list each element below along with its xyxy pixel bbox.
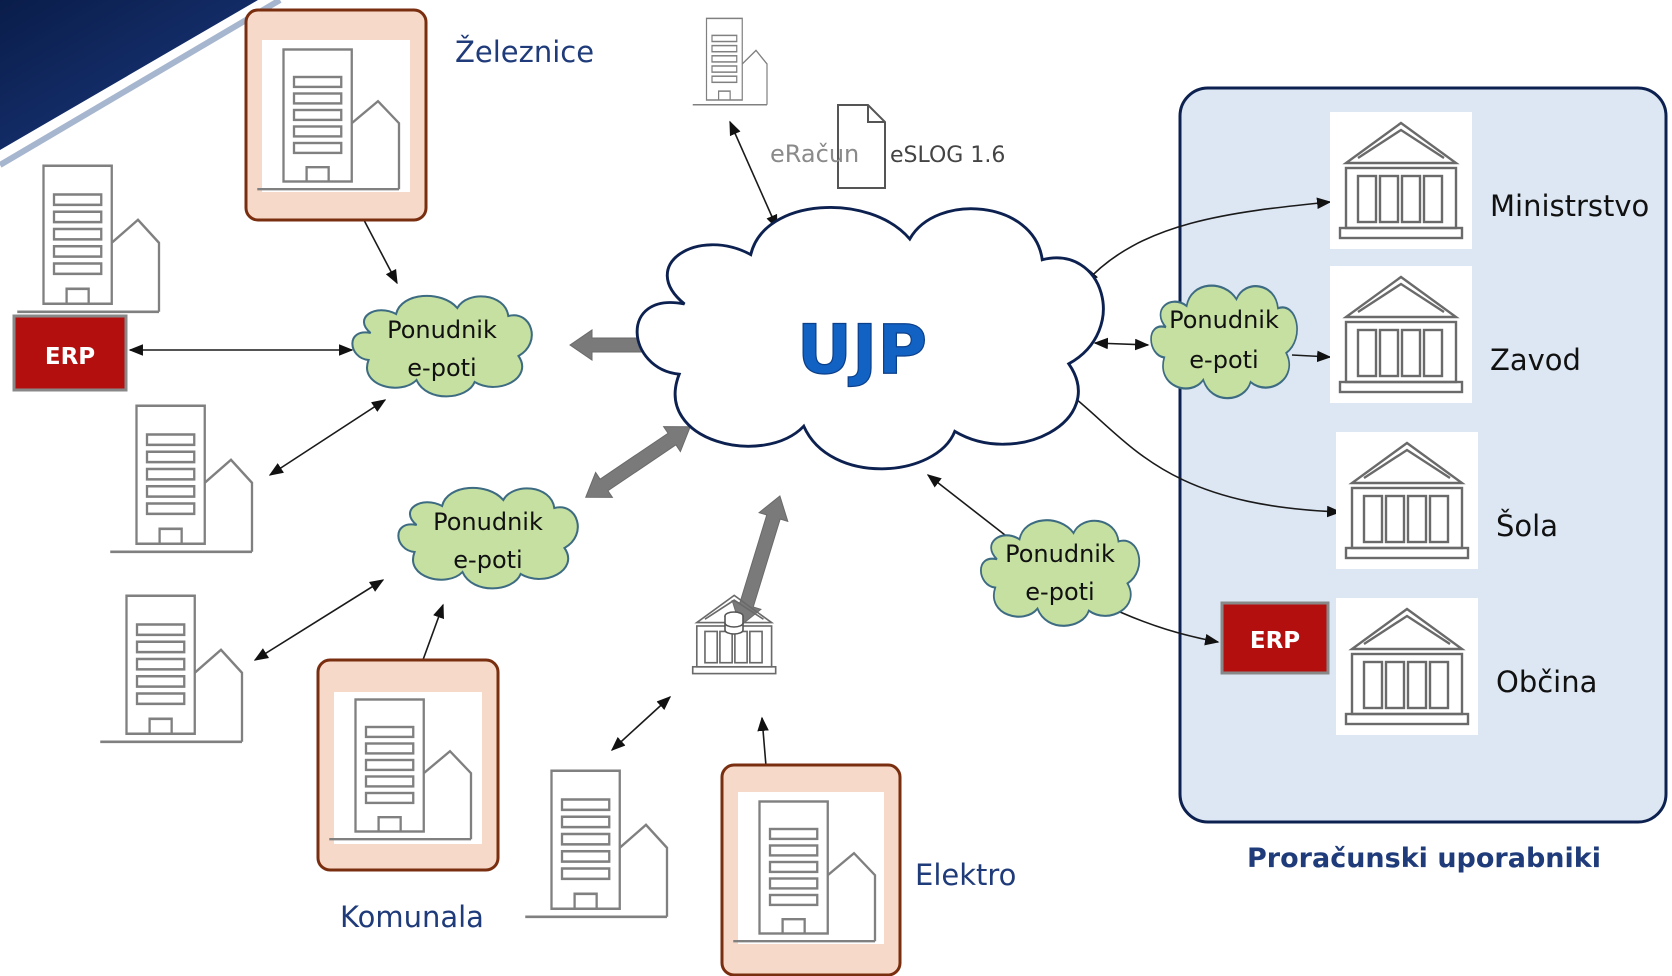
cloud-icon [979, 519, 1141, 627]
office-building-icon [523, 769, 669, 919]
corner-decoration [0, 0, 258, 150]
cloud-icon [1149, 284, 1299, 400]
office-building-icon [108, 404, 254, 554]
link-ujp-sola [1063, 389, 1342, 518]
document-icon [837, 104, 886, 189]
erp-right-label: ERP [1250, 628, 1300, 654]
provider-cloud-middle-left: Ponudnik e-poti [397, 486, 579, 590]
link-building-provider [268, 399, 387, 476]
erp-left-label: ERP [45, 344, 95, 370]
database-icon [724, 611, 744, 635]
link-ujp-ministrstvo [1084, 197, 1332, 285]
connections [128, 120, 1342, 792]
eslog-format: eSLOG 1.6 [890, 143, 1005, 168]
zeleznice-tile-inner [262, 40, 410, 192]
provider-middle-left-line1: Ponudnik [433, 508, 543, 536]
link-provider-erp [1119, 611, 1220, 646]
link-building-doc [729, 120, 778, 230]
link-provider-zavod [1291, 350, 1332, 363]
provider-top-left-line1: Ponudnik [387, 316, 497, 344]
link-bank-building [610, 696, 672, 751]
zeleznice-label: Železnice [455, 35, 594, 69]
office-building-icon [15, 164, 161, 314]
thick-arrow-provider2-ujp [585, 426, 691, 498]
elektro-label: Elektro [915, 858, 1016, 892]
provider-right-line2: e-poti [1189, 346, 1258, 374]
thick-arrow-bank-ujp [731, 495, 789, 627]
provider-cloud-right: Ponudnik e-poti [1149, 284, 1299, 400]
office-building-icon [98, 594, 244, 744]
komunala-tile-inner [334, 692, 482, 844]
budget-user-obcina: Občina [1496, 665, 1597, 699]
erp-box-right [1220, 601, 1330, 675]
budget-user-zavod: Zavod [1490, 343, 1581, 377]
budget-user-ministrstvo: Ministrstvo [1490, 189, 1649, 223]
provider-bottom-right-line1: Ponudnik [1005, 540, 1115, 568]
provider-middle-left-line2: e-poti [453, 546, 522, 574]
budget-users-title: Proračunski uporabniki [1247, 843, 1601, 874]
provider-bottom-right-line2: e-poti [1025, 578, 1094, 606]
link-building-provider-2 [253, 579, 385, 661]
eracun-brand: eRačun [770, 140, 859, 168]
link-provider-ujp [926, 474, 1006, 536]
provider-cloud-top-left: Ponudnik e-poti [351, 294, 533, 398]
provider-right-line1: Ponudnik [1169, 306, 1279, 334]
elektro-tile-inner [738, 792, 884, 944]
provider-cloud-bottom-right: Ponudnik e-poti [979, 519, 1141, 627]
erp-box-left [12, 314, 128, 392]
corner-decoration-stripe [0, 0, 282, 168]
provider-top-left-line2: e-poti [407, 354, 476, 382]
office-building-icon [692, 17, 768, 106]
budget-user-sola: Šola [1496, 509, 1558, 543]
link-ujp-provider-right [1093, 337, 1150, 351]
ujp-label: UJP [797, 311, 927, 390]
komunala-label: Komunala [340, 900, 484, 934]
